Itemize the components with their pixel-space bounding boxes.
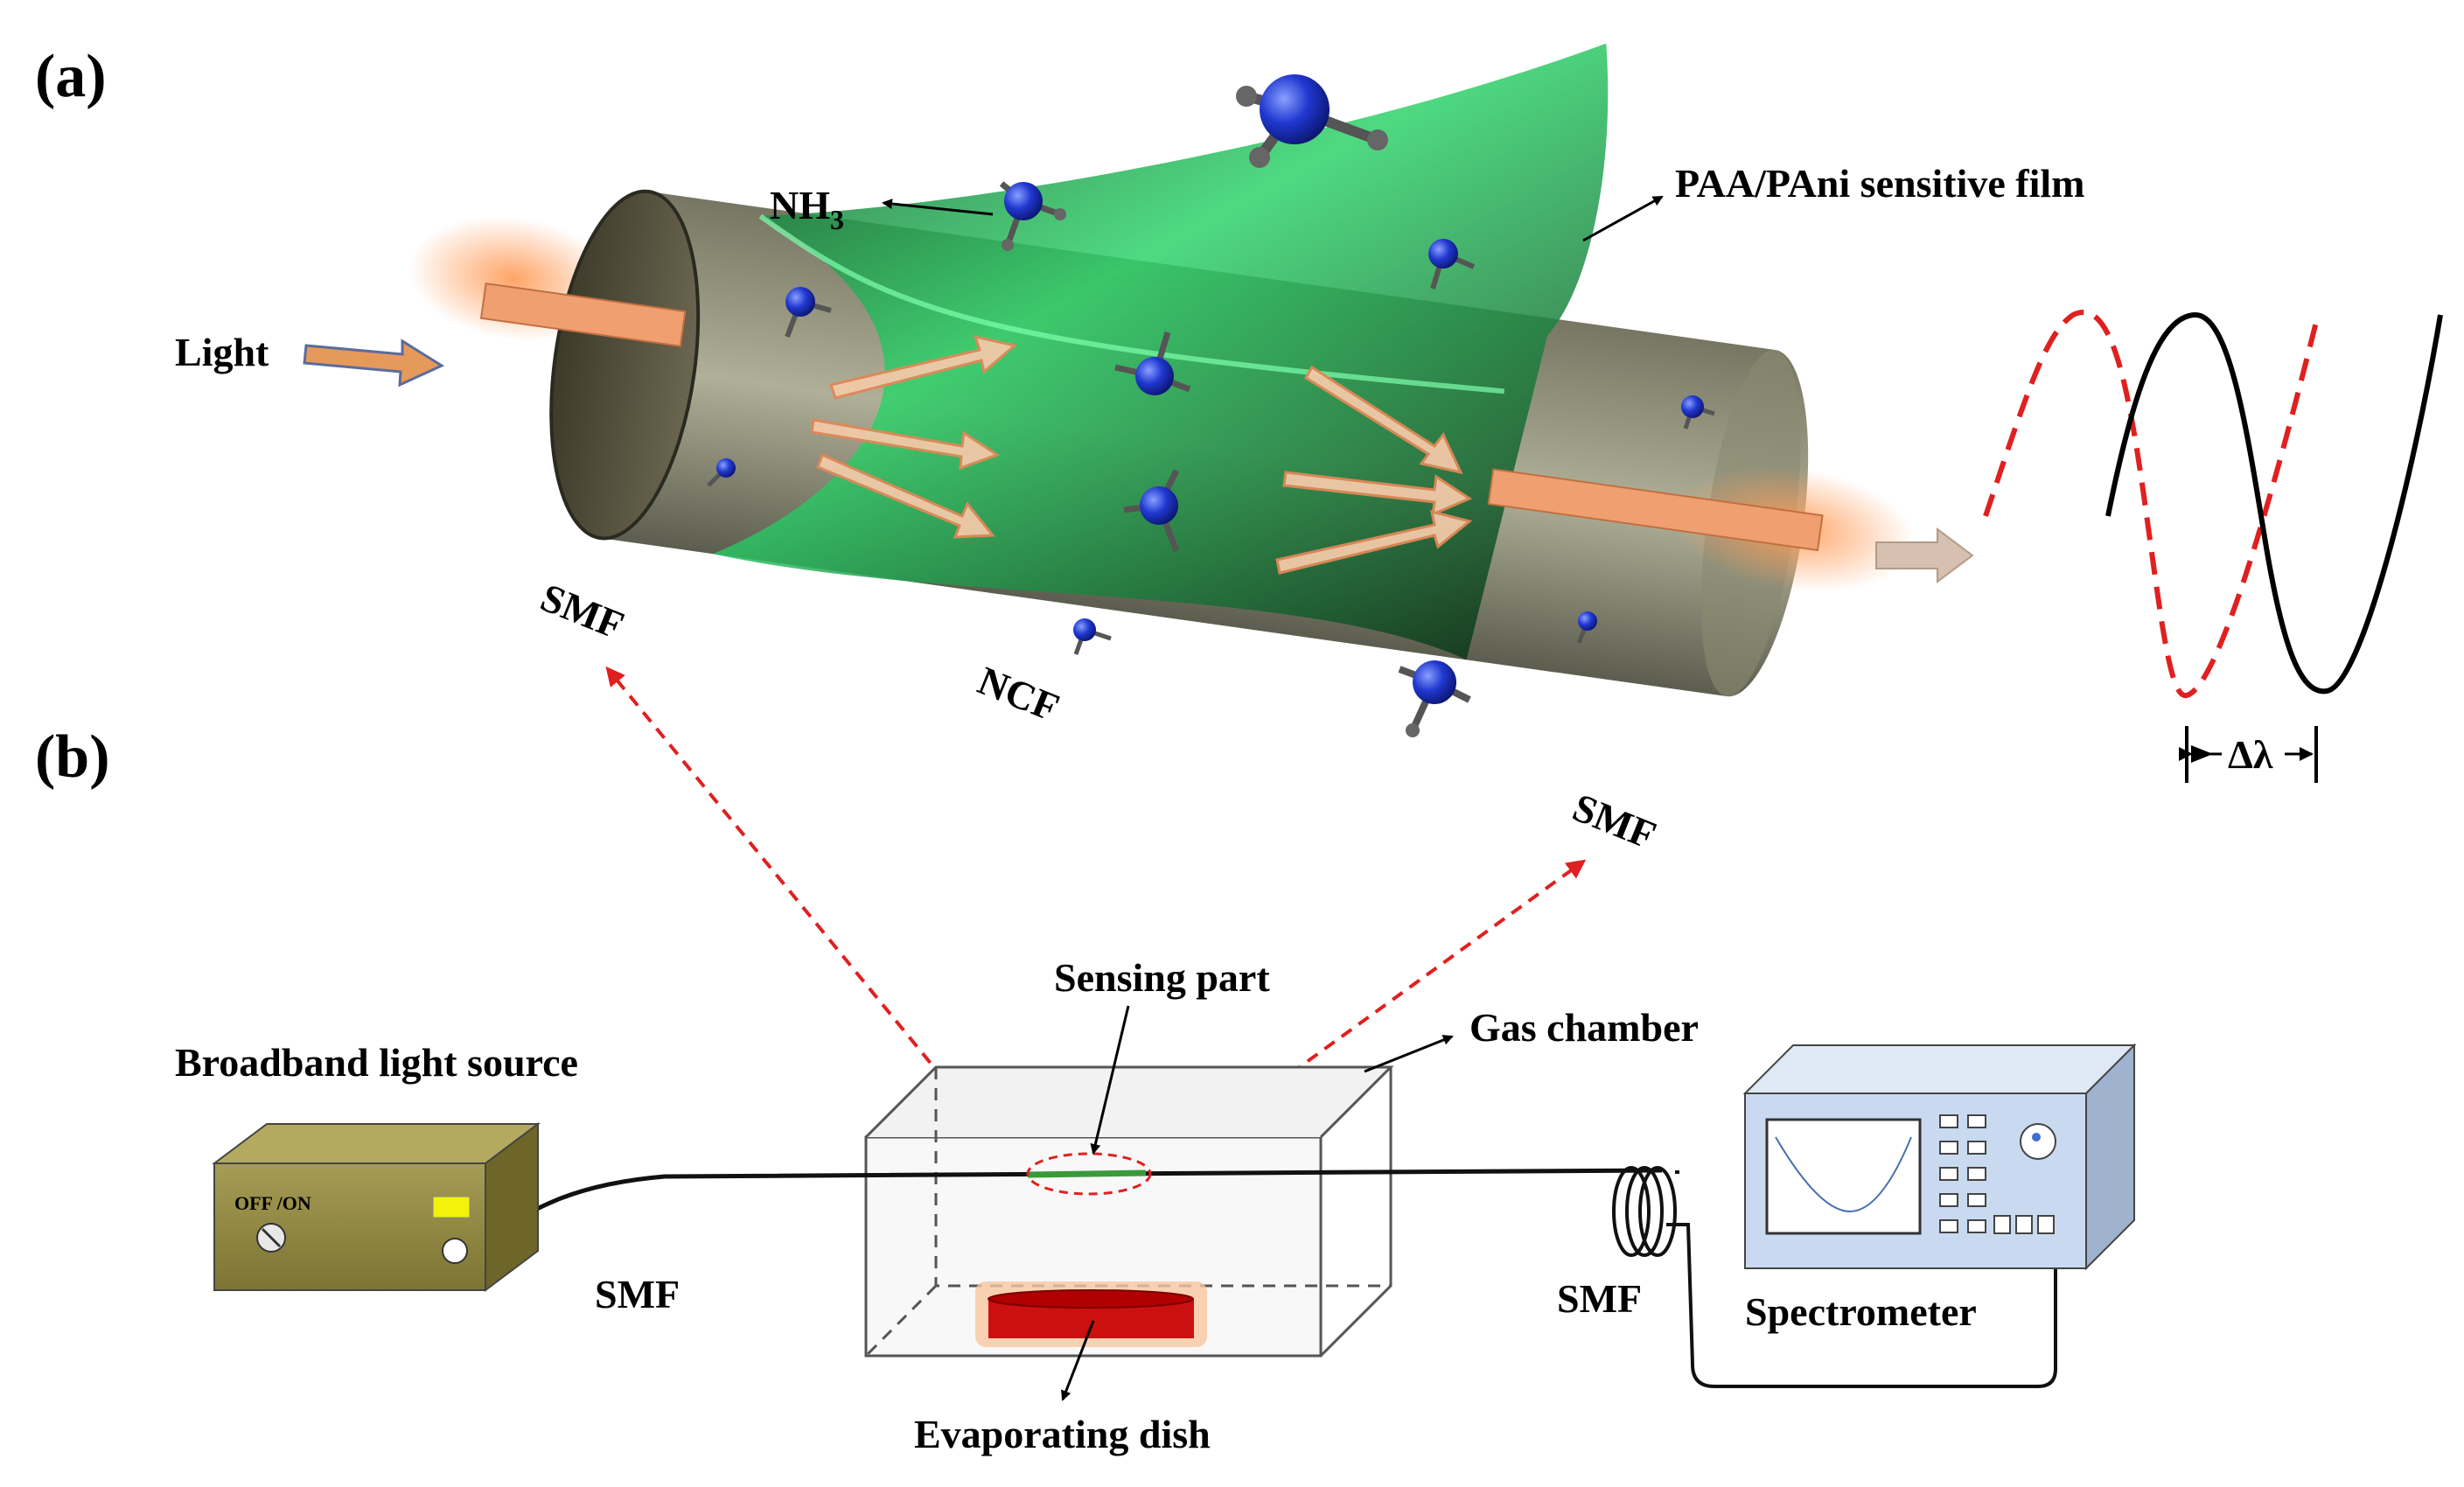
fiber-port xyxy=(442,1238,468,1264)
light-label: Light xyxy=(175,330,269,374)
gas-chamber-label: Gas chamber xyxy=(1469,1005,1699,1050)
nh3-molecules xyxy=(707,74,1715,737)
film-pointer-arrow xyxy=(1582,195,1664,242)
smf-right-label: SMF xyxy=(1567,785,1662,858)
fiber-to-spectrometer xyxy=(1666,1223,2057,1388)
sensing-fiber-segment xyxy=(1027,1169,1147,1178)
nh3-pointer-arrow xyxy=(882,199,994,216)
light-input-arrow xyxy=(303,339,445,387)
fiber-coil xyxy=(1612,1166,1679,1257)
light-propagation-arrows xyxy=(810,334,1473,575)
delta-lambda-marker: Δλ xyxy=(2179,726,2318,783)
panel-b-label: (b) xyxy=(35,723,110,791)
spectrum-original-curve xyxy=(2105,311,2443,695)
light-source-label: Broadband light source xyxy=(175,1040,578,1085)
output-arrow xyxy=(1875,527,1974,583)
sensing-part-ellipse xyxy=(1026,1152,1152,1196)
nh3-label: NH3 xyxy=(770,183,844,235)
smf-bottom-left-label: SMF xyxy=(595,1272,680,1316)
input-fiber xyxy=(479,282,687,347)
svg-text:Δλ: Δλ xyxy=(2228,732,2273,777)
gas-chamber-pointer xyxy=(1364,1035,1454,1073)
spectrometer xyxy=(1742,1043,2137,1271)
sensing-part-pointer xyxy=(1090,1005,1130,1155)
smf-left-label: SMF xyxy=(534,575,630,648)
spectrometer-label: Spectrometer xyxy=(1745,1289,1977,1334)
panel-a-label: (a) xyxy=(35,43,107,110)
power-knob xyxy=(256,1223,286,1253)
spectrometer-screen xyxy=(1765,1118,1922,1235)
evaporating-dish xyxy=(975,1281,1207,1347)
film-label: PAA/PAni sensitive film xyxy=(1675,161,2084,206)
ncf-label: NCF xyxy=(972,658,1065,730)
sensing-part-label: Sensing part xyxy=(1054,955,1270,1000)
spectrometer-dial xyxy=(2020,1123,2056,1160)
spectrum-shifted-curve xyxy=(1983,310,2321,699)
evaporating-dish-label: Evaporating dish xyxy=(914,1412,1211,1456)
indicator-light xyxy=(432,1196,471,1218)
smf-bottom-right-label: SMF xyxy=(1557,1276,1642,1321)
broadband-light-source: OFF /ON xyxy=(212,1122,541,1292)
dish-pointer xyxy=(1061,1320,1095,1401)
off-on-label: OFF /ON xyxy=(234,1192,311,1214)
screen-spectrum-curve xyxy=(1775,1136,1912,1213)
output-fiber xyxy=(1487,468,1824,552)
